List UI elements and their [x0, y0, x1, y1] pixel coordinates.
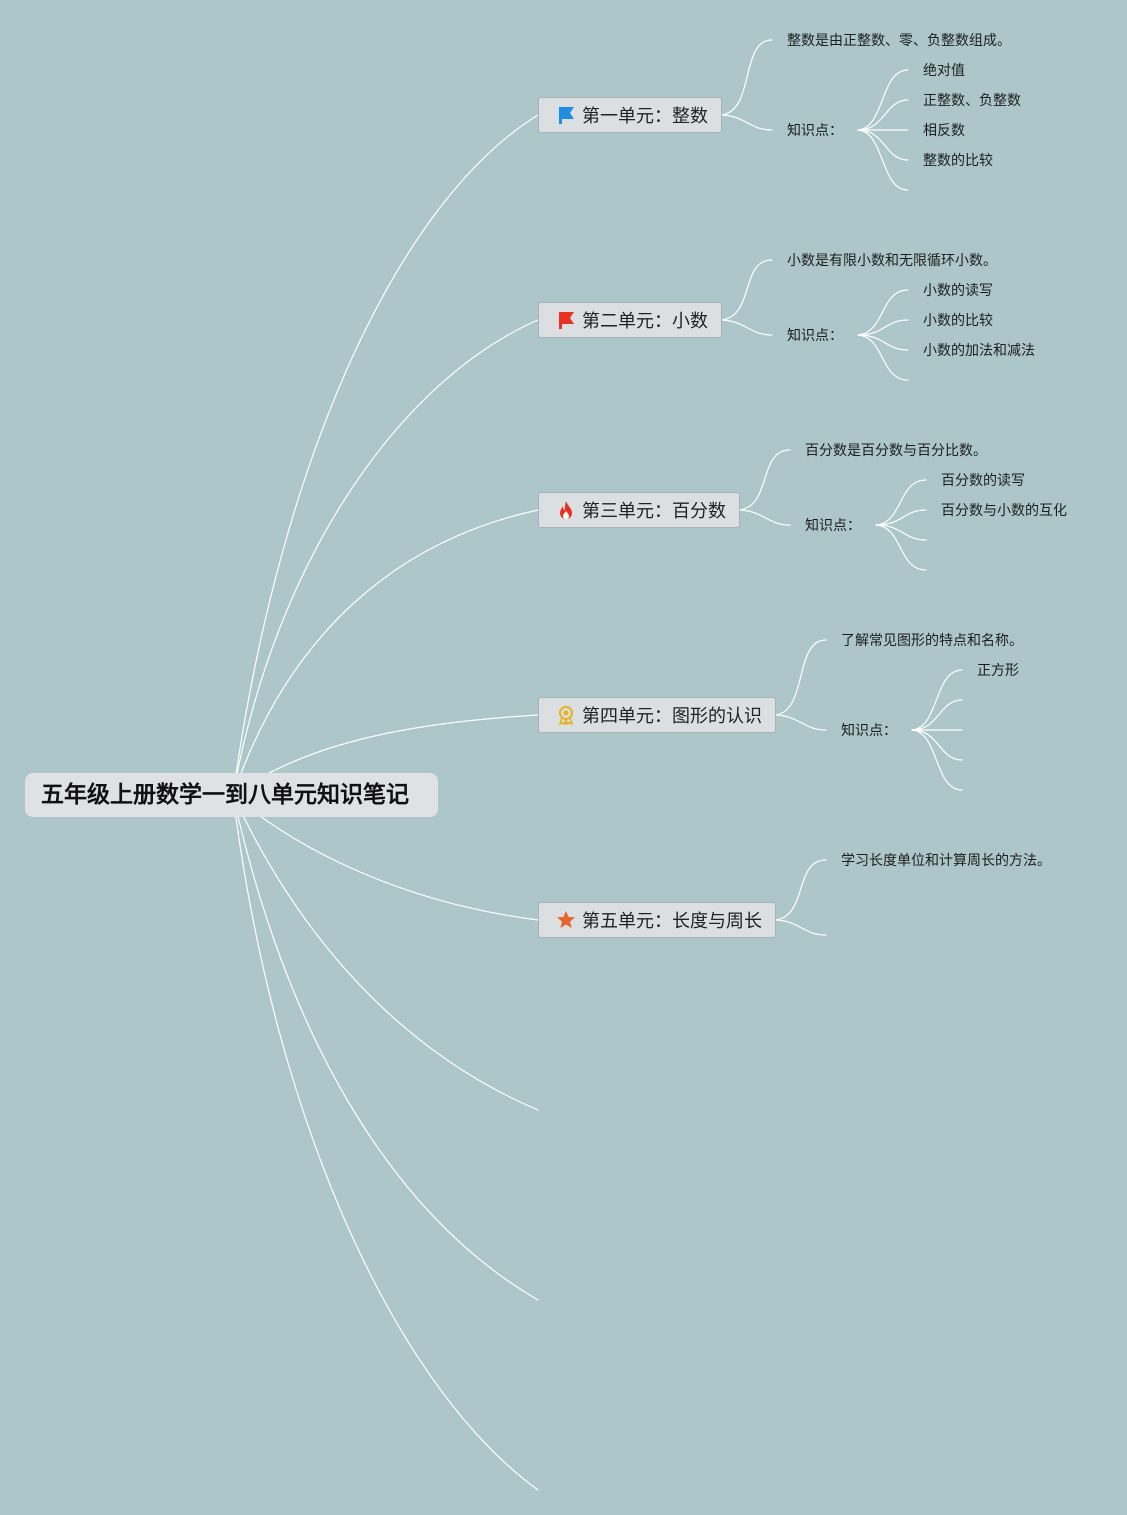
connector — [775, 919, 827, 936]
unit-3-point: 百分数与小数的互化 — [941, 503, 1067, 519]
connector — [721, 259, 773, 321]
connector — [857, 289, 909, 336]
connector — [875, 509, 927, 526]
award-medal-icon — [555, 704, 577, 726]
red-flag-icon — [555, 309, 577, 331]
connector — [857, 334, 909, 351]
connector — [875, 524, 927, 571]
connector — [232, 794, 539, 1111]
unit-1-node[interactable]: 第一单元：整数 — [538, 97, 722, 133]
connector — [857, 99, 909, 131]
unit-1-point: 绝对值 — [923, 63, 965, 79]
connector — [875, 479, 927, 526]
unit-3-node[interactable]: 第三单元：百分数 — [538, 492, 740, 528]
connector — [911, 729, 963, 761]
connector — [232, 114, 539, 796]
connector — [875, 524, 927, 541]
unit-4-label: 第四单元：图形的认识 — [582, 706, 762, 727]
connector — [857, 129, 909, 161]
unit-4-summary: 了解常见图形的特点和名称。 — [841, 633, 1023, 649]
connector — [911, 669, 963, 731]
connector — [721, 39, 773, 116]
connector — [232, 794, 539, 1491]
unit-2-node[interactable]: 第二单元：小数 — [538, 302, 722, 338]
connector — [857, 334, 909, 381]
blue-flag-icon — [555, 104, 577, 126]
connector — [232, 794, 539, 1301]
connector — [775, 639, 827, 716]
unit-1-point: 整数的比较 — [923, 153, 993, 169]
unit-1-point: 正整数、负整数 — [923, 93, 1021, 109]
unit-1-label: 第一单元：整数 — [582, 106, 708, 127]
unit-3-point: 百分数的读写 — [941, 473, 1025, 489]
connector — [232, 509, 539, 796]
unit-3-points-label: 知识点： — [805, 518, 861, 534]
unit-4-node[interactable]: 第四单元：图形的认识 — [538, 697, 776, 733]
connector — [857, 129, 909, 191]
connector — [911, 729, 963, 791]
unit-2-summary: 小数是有限小数和无限循环小数。 — [787, 253, 997, 269]
unit-2-label: 第二单元：小数 — [582, 311, 708, 332]
connector — [232, 319, 539, 796]
connector — [911, 699, 963, 731]
connector — [739, 509, 791, 526]
connector — [857, 69, 909, 131]
connector — [857, 319, 909, 336]
root-topic-label: 五年级上册数学一到八单元知识笔记 — [41, 782, 409, 808]
unit-3-label: 第三单元：百分数 — [582, 501, 726, 522]
root-topic[interactable]: 五年级上册数学一到八单元知识笔记 — [25, 773, 438, 817]
unit-4-point: 正方形 — [977, 663, 1019, 679]
unit-2-point: 小数的加法和减法 — [923, 343, 1035, 359]
star-icon — [555, 909, 577, 931]
unit-5-summary: 学习长度单位和计算周长的方法。 — [841, 853, 1051, 869]
connector — [232, 794, 539, 921]
unit-2-point: 小数的读写 — [923, 283, 993, 299]
connector — [775, 714, 827, 731]
unit-3-summary: 百分数是百分数与百分比数。 — [805, 443, 987, 459]
connector — [721, 114, 773, 131]
unit-2-point: 小数的比较 — [923, 313, 993, 329]
unit-5-node[interactable]: 第五单元：长度与周长 — [538, 902, 776, 938]
unit-1-point: 相反数 — [923, 123, 965, 139]
connector — [721, 319, 773, 336]
unit-4-points-label: 知识点： — [841, 723, 897, 739]
unit-1-summary: 整数是由正整数、零、负整数组成。 — [787, 33, 1011, 49]
fire-icon — [555, 499, 577, 521]
unit-1-points-label: 知识点： — [787, 123, 843, 139]
connector — [775, 859, 827, 921]
connector — [739, 449, 791, 511]
unit-5-label: 第五单元：长度与周长 — [582, 911, 762, 932]
unit-2-points-label: 知识点： — [787, 328, 843, 344]
